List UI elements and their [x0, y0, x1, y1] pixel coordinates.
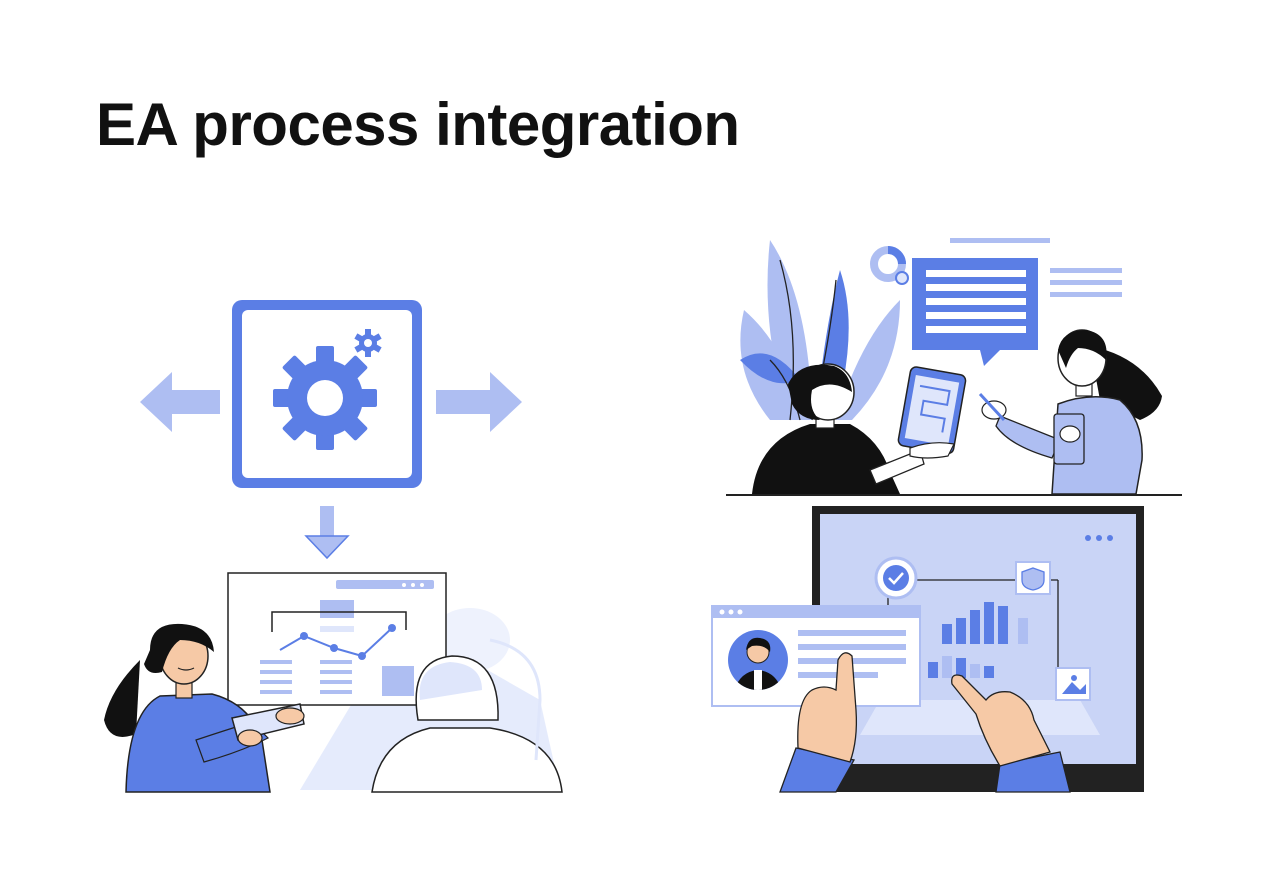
monitor	[812, 506, 1144, 792]
check-circle-icon	[874, 556, 918, 600]
pointing-hand-icon-right	[951, 674, 1071, 793]
tablet-icon	[897, 366, 967, 455]
arrow-down-icon	[304, 506, 350, 560]
arrow-right-icon	[436, 372, 522, 432]
dashboard-window	[227, 572, 447, 706]
gear-icon	[273, 346, 377, 450]
woman-with-pen	[978, 329, 1162, 495]
image-icon	[1055, 667, 1091, 701]
left-scene	[104, 300, 563, 793]
shield-icon	[1015, 561, 1051, 595]
user-avatar-icon	[728, 630, 788, 690]
speech-bubble-icon	[912, 238, 1122, 366]
woman-reading-tablet	[752, 363, 967, 494]
small-gear-icon	[354, 329, 382, 357]
line-chart-icon	[279, 624, 396, 660]
woman-with-tablet	[104, 623, 305, 793]
right-scene	[711, 238, 1182, 793]
bar-chart-icon	[928, 602, 1028, 678]
arrow-left-icon	[140, 372, 220, 432]
donut-chart-icon	[870, 246, 909, 285]
seated-person	[371, 638, 563, 793]
page-title: EA process integration	[96, 91, 740, 158]
pointing-hand-icon	[779, 652, 858, 793]
